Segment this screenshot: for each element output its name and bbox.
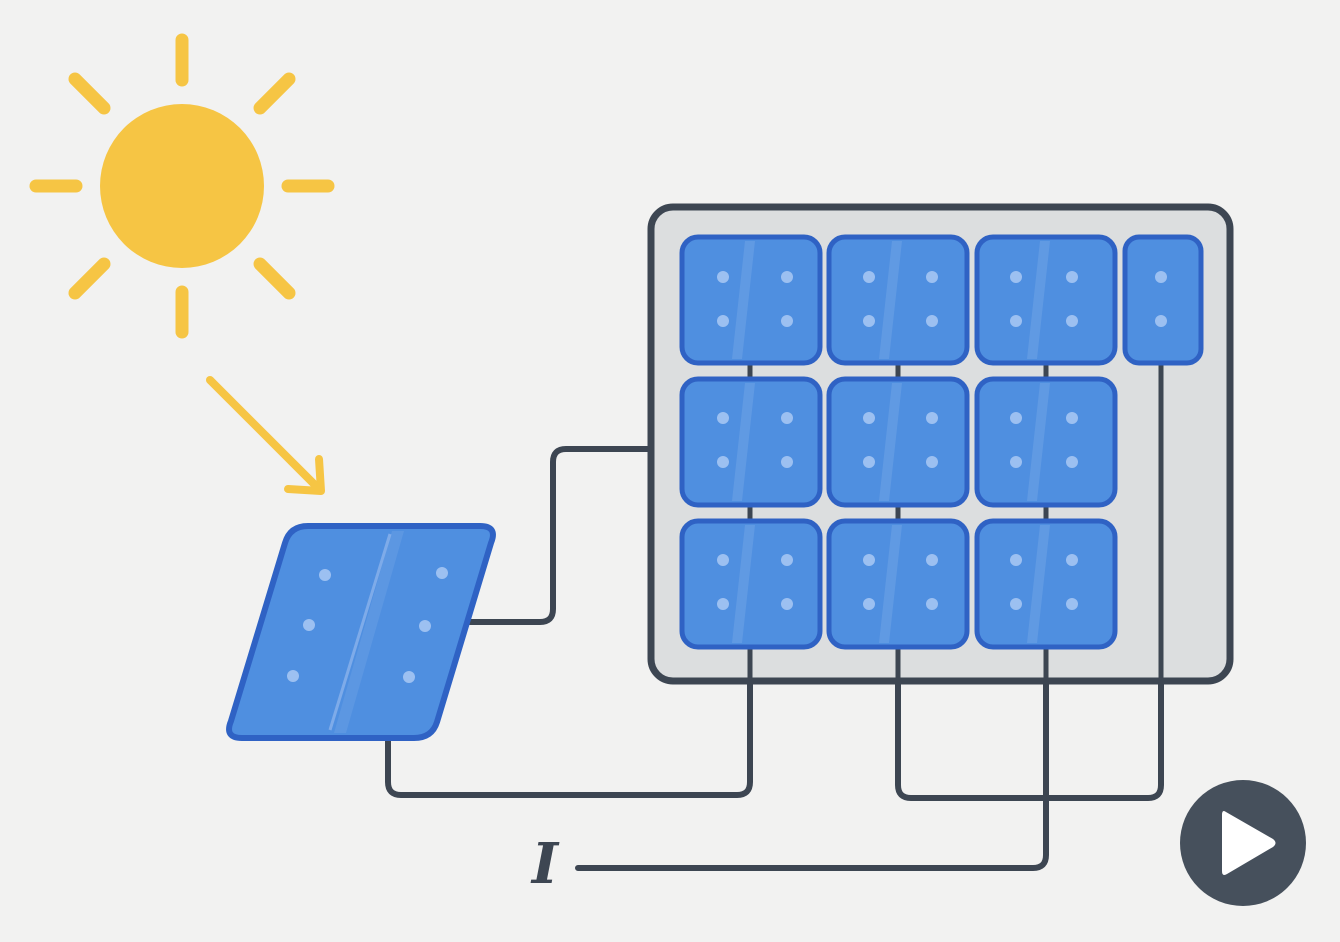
solar-array-cells <box>679 234 1204 650</box>
solar-cell <box>974 518 1118 650</box>
sunlight-arrow-icon <box>206 376 325 495</box>
sun-icon <box>29 33 335 339</box>
single-solar-panel-icon <box>226 523 496 741</box>
wire-current-output <box>575 357 1049 871</box>
sun-rays <box>29 33 335 339</box>
solar-cell <box>826 376 970 508</box>
solar-cell <box>974 234 1118 366</box>
solar-cell <box>679 518 823 650</box>
solar-cell <box>826 518 970 650</box>
current-label: I <box>530 831 560 897</box>
solar-cell <box>826 234 970 366</box>
solar-cell <box>974 376 1118 508</box>
play-icon <box>1222 811 1276 875</box>
solar-cell-narrow <box>1122 234 1204 366</box>
circuit-wires <box>385 357 1164 871</box>
wire-column-2-to-column-4 <box>895 357 1164 801</box>
solar-cell <box>679 376 823 508</box>
play-button[interactable] <box>1180 780 1306 906</box>
wire-single-panel-to-column-1 <box>385 357 753 798</box>
solar-cell <box>679 234 823 366</box>
wire-single-panel-to-array <box>467 446 655 625</box>
